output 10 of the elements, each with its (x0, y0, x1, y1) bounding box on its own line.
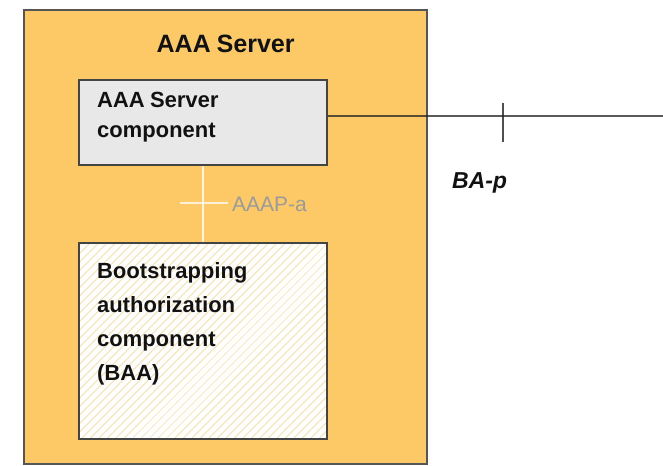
component-box (78, 242, 328, 440)
connector-line (328, 115, 663, 117)
edge-label: BA-p (452, 167, 507, 193)
server-box (23, 9, 428, 465)
edge-label: AAAP-a (232, 192, 307, 218)
box-label: Bootstrapping authorization component (BAA) (97, 257, 248, 387)
connector-line (202, 166, 204, 242)
component-box (78, 79, 328, 166)
box-label: AAA Server (156, 29, 295, 59)
box-label: AAA Server component (97, 86, 220, 144)
